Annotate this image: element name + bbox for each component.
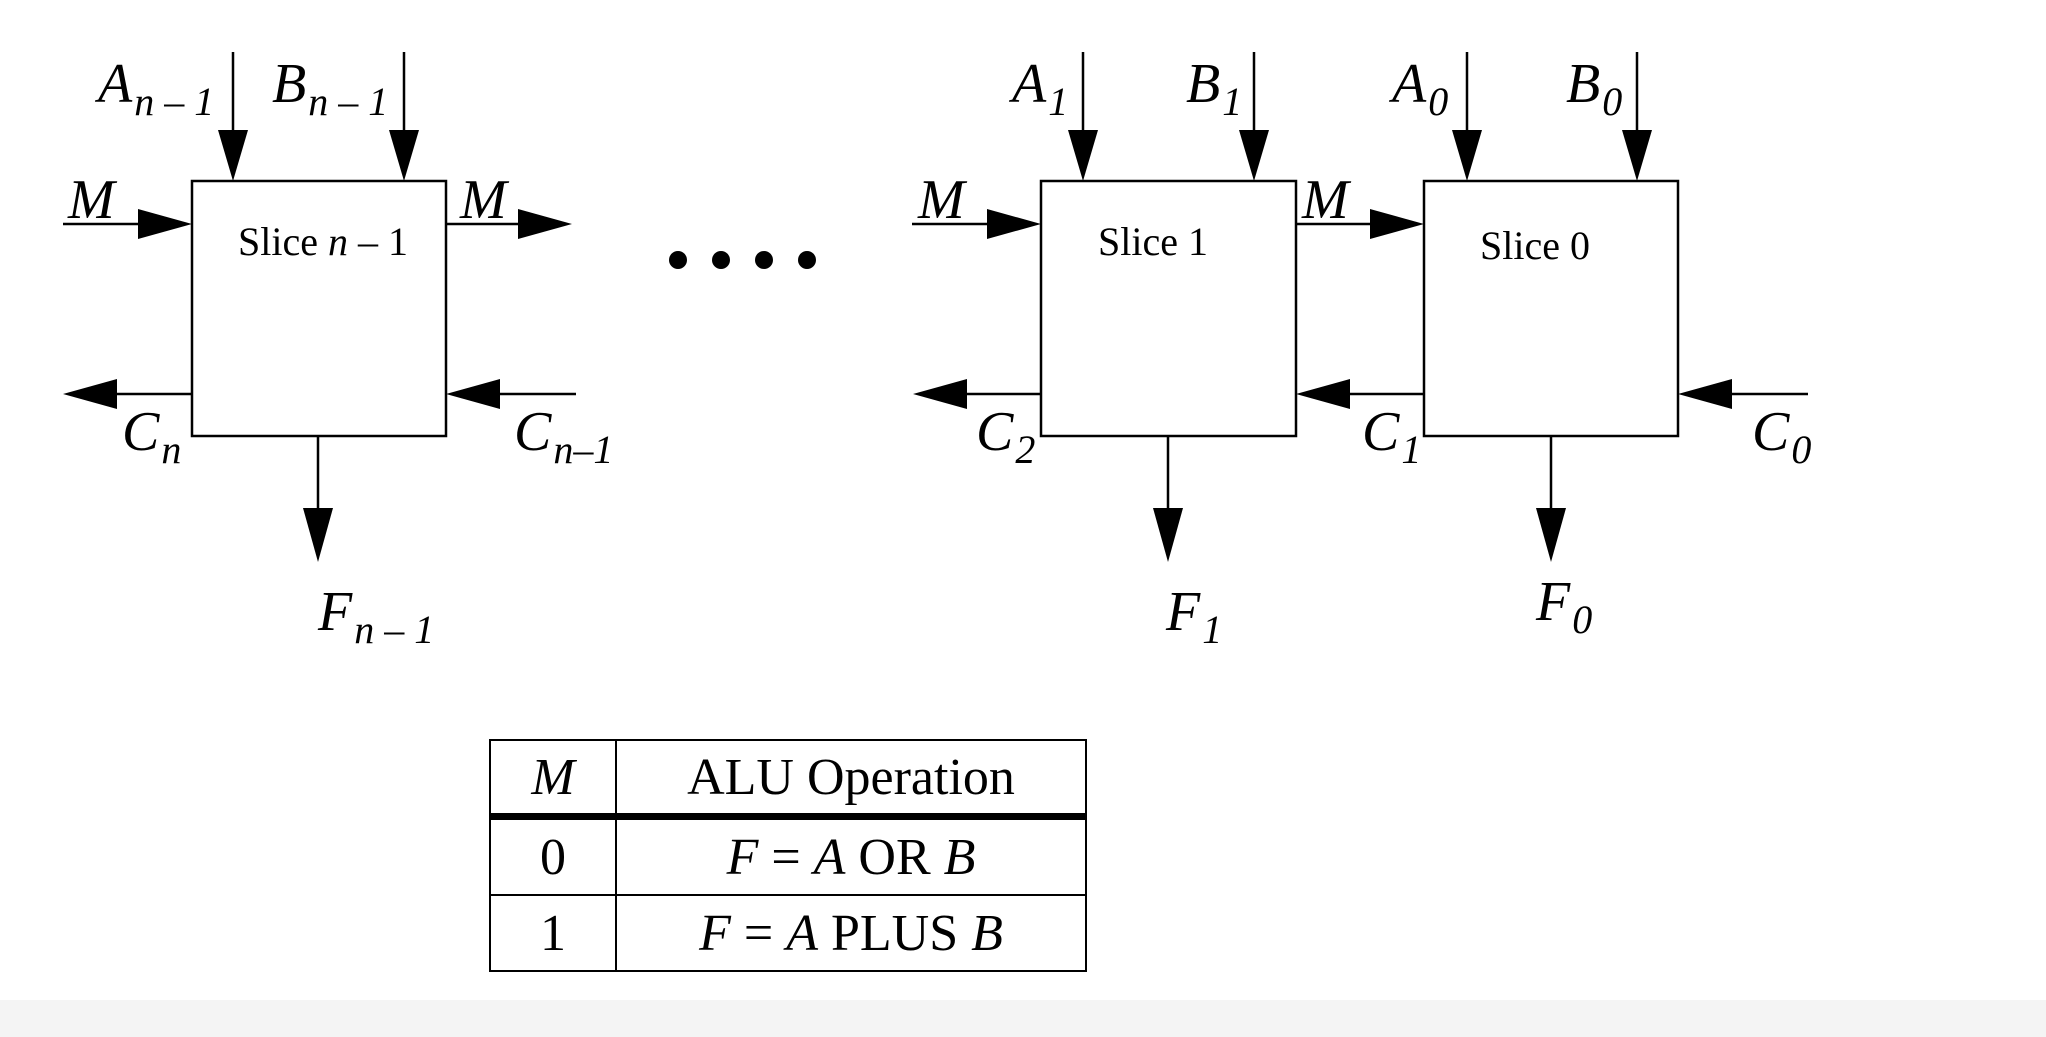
c-n-output-label: Cn bbox=[122, 401, 182, 472]
c-n-out-arrowhead bbox=[63, 379, 117, 409]
b-1-arrowhead bbox=[1239, 130, 1269, 181]
slice-n-1-label: Slice n – 1 bbox=[238, 219, 408, 264]
slice-1-label: Slice 1 bbox=[1098, 219, 1208, 264]
b-0-input-label: B0 bbox=[1566, 53, 1623, 124]
table-row: 1 F = A PLUS B bbox=[489, 894, 1087, 972]
b-0-arrowhead bbox=[1622, 130, 1652, 181]
f-n-1-arrowhead bbox=[303, 508, 333, 562]
table-header-row: M ALU Operation bbox=[489, 739, 1087, 820]
ellipsis-dot bbox=[712, 251, 730, 269]
b-n-1-arrowhead bbox=[389, 130, 419, 181]
row-m-value: 0 bbox=[489, 815, 617, 896]
row-m-value: 1 bbox=[489, 894, 617, 972]
b-1-input-label: B1 bbox=[1186, 53, 1243, 124]
a-n-1-arrowhead bbox=[218, 130, 248, 181]
c-0-in-arrowhead bbox=[1678, 379, 1732, 409]
m-in-1-arrowhead bbox=[987, 209, 1041, 239]
table-row: 0 F = A OR B bbox=[489, 815, 1087, 896]
row-operation: F = A OR B bbox=[615, 815, 1087, 896]
a-0-input-label: A0 bbox=[1392, 53, 1449, 124]
f-0-output-label: F0 bbox=[1536, 571, 1593, 642]
f-1-output-label: F1 bbox=[1166, 581, 1223, 652]
slice-0-box bbox=[1422, 179, 1680, 438]
c-n-1-in-arrowhead bbox=[446, 379, 500, 409]
m-out-n-1-arrowhead bbox=[518, 209, 572, 239]
header-alu-operation: ALU Operation bbox=[615, 739, 1087, 820]
c-1-label: C1 bbox=[1362, 401, 1422, 472]
c-2-out-arrowhead bbox=[913, 379, 967, 409]
a-n-1-input-label: An – 1 bbox=[98, 53, 215, 124]
c-0-input-label: C0 bbox=[1752, 401, 1812, 472]
f-0-arrowhead bbox=[1536, 508, 1566, 562]
c-2-output-label: C2 bbox=[976, 401, 1036, 472]
m-in-n-1-label: M bbox=[68, 169, 115, 231]
m-in-1-label: M bbox=[918, 169, 965, 231]
c-1-arrowhead bbox=[1296, 379, 1350, 409]
m-out-n-1-label: M bbox=[460, 169, 507, 231]
a-0-arrowhead bbox=[1452, 130, 1482, 181]
b-n-1-input-label: Bn – 1 bbox=[272, 53, 389, 124]
alu-operation-table: M ALU Operation 0 F = A OR B 1 F = A PLU… bbox=[489, 739, 1087, 972]
c-n-1-input-label: Cn–1 bbox=[514, 401, 614, 472]
header-m: M bbox=[489, 739, 617, 820]
bottom-strip bbox=[0, 1000, 2046, 1037]
m-in-n-1-arrowhead bbox=[138, 209, 192, 239]
m-out-1-label: M bbox=[1302, 169, 1349, 231]
a-1-arrowhead bbox=[1068, 130, 1098, 181]
f-1-arrowhead bbox=[1153, 508, 1183, 562]
a-1-input-label: A1 bbox=[1012, 53, 1069, 124]
ellipsis-dot bbox=[755, 251, 773, 269]
slice-0-label: Slice 0 bbox=[1480, 223, 1590, 268]
row-operation: F = A PLUS B bbox=[615, 894, 1087, 972]
f-n-1-output-label: Fn – 1 bbox=[318, 581, 435, 652]
ellipsis-dot bbox=[798, 251, 816, 269]
m-out-1-arrowhead bbox=[1370, 209, 1424, 239]
ellipsis-dot bbox=[669, 251, 687, 269]
